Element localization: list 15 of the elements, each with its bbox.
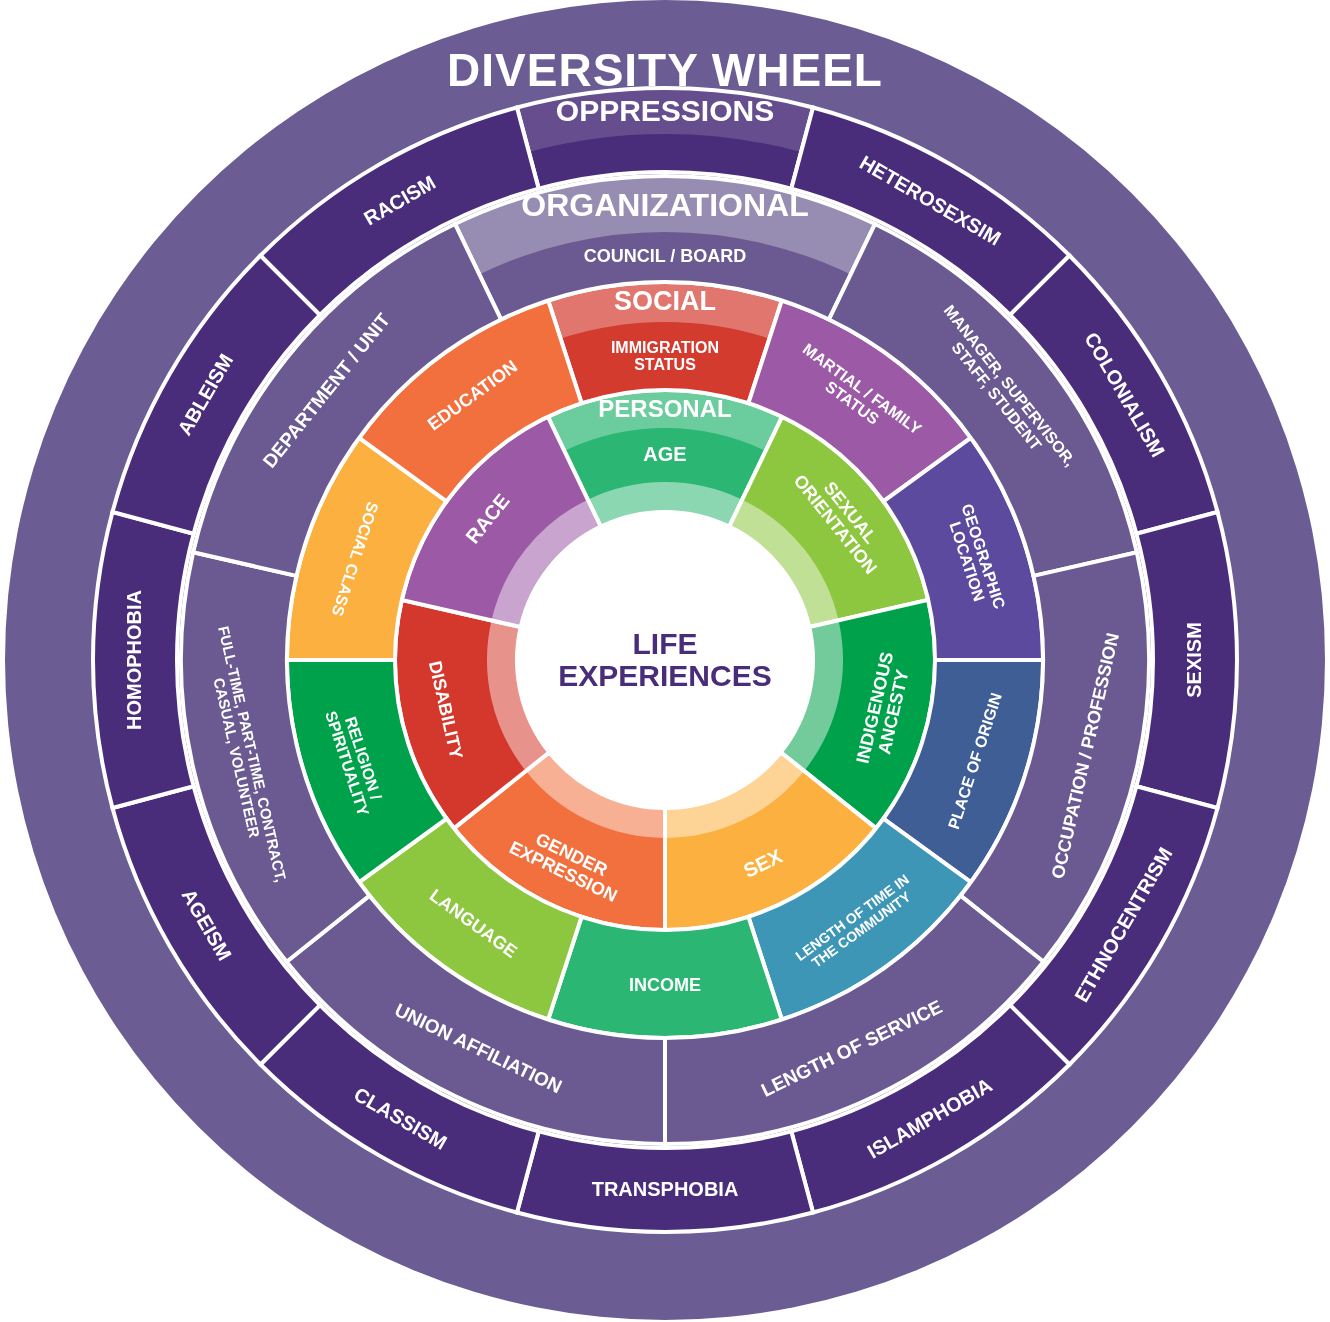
ring-heading: OPPRESSIONS [555, 94, 775, 128]
segment-label: COUNCIL / BOARD [583, 247, 747, 267]
segment-label: HOMOPHOBIA [124, 590, 146, 730]
segment-label: PLACE OF ORIGIN [944, 690, 1006, 832]
segment-label: INCOME [629, 976, 701, 996]
wheel-title: DIVERSITY WHEEL [447, 43, 883, 97]
segment-label: SEXISM [1184, 622, 1206, 698]
center-label: LIFE EXPERIENCES [557, 627, 773, 693]
segment-label: TRANSPHOBIA [591, 1179, 739, 1201]
ring-heading: PERSONAL [598, 396, 732, 422]
segment-label: AGE [643, 444, 687, 466]
segment-label: IMMIGRATION STATUS [609, 338, 721, 374]
ring-heading: SOCIAL [614, 287, 716, 317]
segment-label: SEX [740, 845, 786, 882]
ring-heading: ORGANIZATIONAL [521, 187, 809, 223]
